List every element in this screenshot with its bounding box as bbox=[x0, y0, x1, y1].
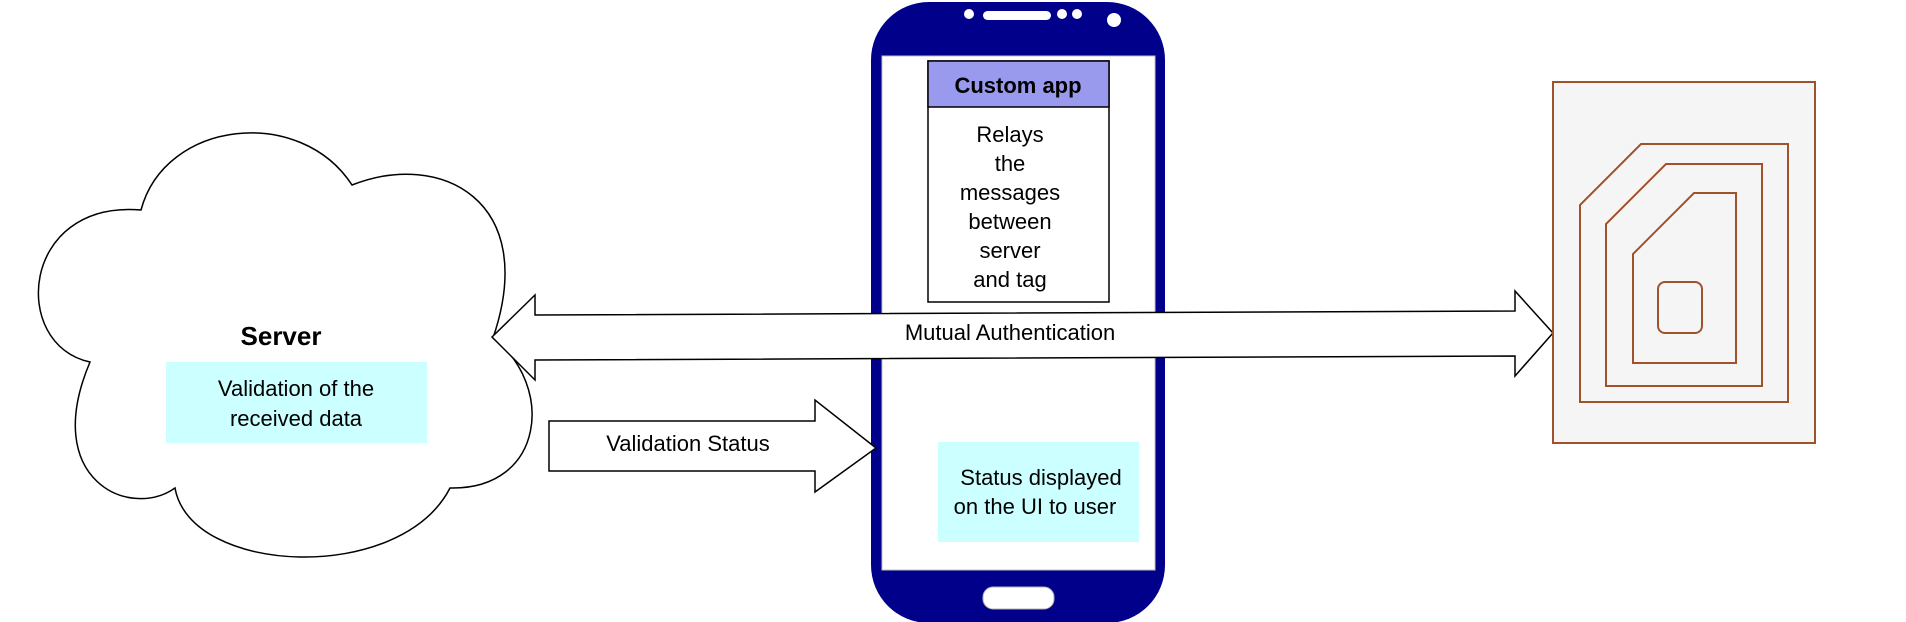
server-cloud: Server Validation of the received data bbox=[37, 132, 533, 558]
custom-app-box: Custom app Relays the messages between s… bbox=[927, 60, 1110, 303]
server-title: Server bbox=[241, 321, 322, 351]
phone-speaker bbox=[983, 11, 1051, 20]
phone-camera bbox=[1107, 13, 1121, 27]
app-header bbox=[927, 60, 1110, 108]
tag-antenna-outer bbox=[1579, 143, 1789, 403]
server-note-line-1: Validation of the bbox=[218, 376, 374, 401]
app-desc-line-1: Relays bbox=[976, 122, 1043, 147]
phone-sensor-right bbox=[1072, 9, 1082, 19]
app-title: Custom app bbox=[954, 73, 1081, 98]
mutual-auth-label: Mutual Authentication bbox=[905, 320, 1115, 345]
validation-status-label: Validation Status bbox=[606, 431, 769, 456]
server-note-line-2: received data bbox=[230, 406, 363, 431]
cloud-shape bbox=[37, 132, 533, 558]
status-note: Status displayed on the UI to user bbox=[938, 442, 1139, 542]
server-note-box bbox=[166, 362, 427, 443]
status-note-box bbox=[938, 442, 1139, 542]
validation-status-arrow: Validation Status bbox=[548, 398, 878, 494]
single-arrow-shape bbox=[548, 398, 878, 494]
tag-card bbox=[1552, 81, 1816, 444]
nfc-tag-icon bbox=[1552, 81, 1816, 444]
app-desc-line-2: the bbox=[995, 151, 1026, 176]
app-desc-line-6: and tag bbox=[973, 267, 1046, 292]
tag-antenna-inner bbox=[1632, 192, 1737, 364]
tag-chip bbox=[1657, 281, 1703, 334]
phone-home-button bbox=[982, 586, 1055, 610]
tag-antenna-middle bbox=[1605, 163, 1763, 387]
phone-sensor-mid bbox=[1057, 9, 1067, 19]
phone-sensor-left bbox=[964, 9, 974, 19]
status-note-line-2: on the UI to user bbox=[954, 494, 1117, 519]
app-desc-line-3: messages bbox=[960, 180, 1060, 205]
app-desc-line-4: between bbox=[968, 209, 1051, 234]
status-note-line-1: Status displayed bbox=[960, 465, 1121, 490]
app-desc-line-5: server bbox=[979, 238, 1040, 263]
